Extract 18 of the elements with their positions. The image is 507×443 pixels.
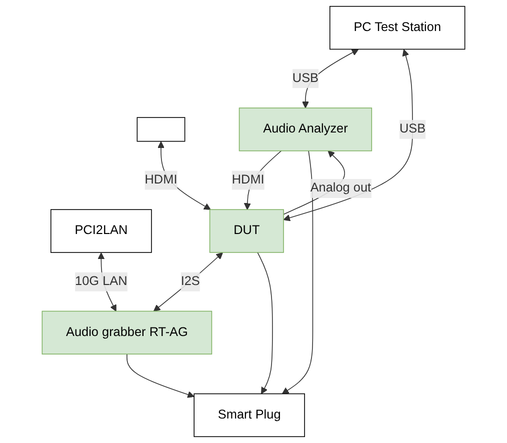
arrow — [282, 150, 314, 394]
arrow — [153, 252, 223, 312]
edge-label: USB — [292, 71, 319, 85]
node-box: DUT — [209, 209, 284, 253]
node-box: PCI2LAN — [50, 209, 152, 253]
node-box: PC Test Station — [329, 6, 466, 50]
edge-label: I2S — [180, 274, 200, 288]
edge-label: USB — [399, 122, 426, 136]
edge-label: 10G LAN — [75, 274, 128, 288]
node-box: Smart Plug — [194, 393, 305, 438]
edge-label: HDMI — [144, 173, 178, 187]
node-box — [136, 117, 186, 142]
edge-label: HDMI — [232, 173, 264, 187]
arrow — [257, 252, 273, 394]
node-box: Audio grabber RT-AG — [42, 310, 212, 354]
edge-label: Analog out — [310, 181, 372, 195]
node-box: Audio Analyzer — [238, 108, 372, 152]
arrow — [126, 354, 194, 398]
